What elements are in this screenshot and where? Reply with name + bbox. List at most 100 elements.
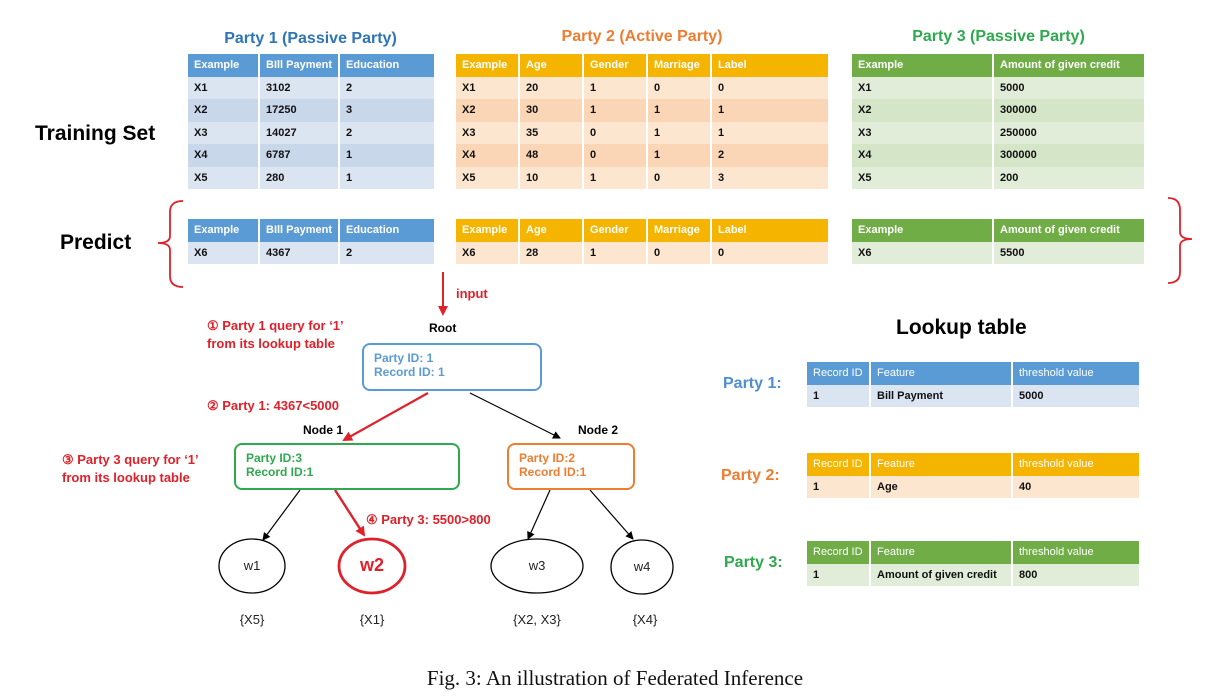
leaf-w1-node [218, 538, 286, 594]
cell: 800 [1013, 563, 1139, 586]
cell: 2 [712, 144, 828, 167]
header-cell: Example [456, 219, 518, 242]
header-cell: threshold value [1013, 541, 1139, 564]
cell: 0 [712, 241, 828, 264]
lookup-party2-label: Party 2: [721, 467, 780, 484]
cell: 200 [994, 166, 1144, 189]
cell: Age [871, 475, 1011, 498]
left-brace [157, 200, 184, 288]
cell: 3 [712, 166, 828, 189]
cell: 1 [584, 166, 646, 189]
figure-caption: Fig. 3: An illustration of Federated Inf… [426, 666, 804, 690]
cell: X2 [188, 99, 258, 122]
cell: 300000 [994, 144, 1144, 167]
header-cell: Marriage [648, 54, 710, 77]
cell: 1 [584, 76, 646, 99]
cell: X6 [852, 241, 992, 264]
cell: Amount of given credit [871, 563, 1011, 586]
cell: 1 [807, 475, 869, 498]
node1-label: Node 1 [303, 423, 344, 437]
cell: 0 [712, 76, 828, 99]
cell: 48 [520, 144, 582, 167]
node1-record-id: Record ID:1 [246, 465, 314, 479]
header-cell: Record ID [807, 362, 869, 385]
header-cell: Age [520, 219, 582, 242]
cell: 280 [260, 166, 339, 189]
leaf-w3-set: {X2, X3} [513, 612, 561, 627]
cell: X1 [852, 76, 992, 99]
cell: X3 [188, 121, 258, 144]
right-brace [1167, 197, 1193, 284]
step1-annotation: ① Party 1 query for ‘1’ from its lookup … [207, 317, 344, 353]
step4-annotation: ④ Party 3: 5500>800 [366, 512, 491, 527]
header-cell: Example [852, 219, 992, 242]
header-cell: Record ID [807, 453, 869, 476]
cell: 2 [340, 121, 434, 144]
step1-line1: ① Party 1 query for ‘1’ [207, 318, 344, 333]
node2-to-w4-arrow [589, 489, 634, 540]
leaf-w3-node [490, 538, 584, 594]
header-cell: threshold value [1013, 453, 1139, 476]
header-cell: Example [456, 54, 518, 77]
header-cell: threshold value [1013, 362, 1139, 385]
node2-record-id: Record ID:1 [519, 465, 587, 479]
cell: 2 [340, 76, 434, 99]
cell: 1 [648, 121, 710, 144]
header-cell: Age [520, 54, 582, 77]
leaf-w2-node [337, 537, 407, 595]
cell: 1 [340, 144, 434, 167]
training-set-label: Training Set [35, 122, 156, 145]
cell: 6787 [260, 144, 339, 167]
header-cell: Marriage [648, 219, 710, 242]
cell: 5000 [1013, 384, 1139, 407]
leaf-w1-label: w1 [243, 558, 261, 573]
cell: 20 [520, 76, 582, 99]
party2-title: Party 2 (Active Party) [561, 28, 723, 45]
cell: X2 [456, 99, 518, 122]
node1-box: Party ID:3 Record ID:1 [234, 443, 460, 490]
cell: 5000 [994, 76, 1144, 99]
cell: X4 [852, 144, 992, 167]
cell: 35 [520, 121, 582, 144]
header-cell: Education [340, 219, 434, 242]
party1-title: Party 1 (Passive Party) [224, 30, 397, 47]
cell: X3 [852, 121, 992, 144]
cell: X5 [852, 166, 992, 189]
leaf-w2-set: {X1} [359, 612, 385, 627]
header-cell: Example [188, 219, 258, 242]
leaf-w4-set: {X4} [632, 612, 658, 627]
cell: X1 [456, 76, 518, 99]
node2-label: Node 2 [578, 423, 619, 437]
table-header-row: Example Age Gender Marriage Label [456, 54, 828, 77]
cell: 2 [340, 241, 434, 264]
cell: 3102 [260, 76, 339, 99]
predict-label: Predict [60, 231, 132, 254]
cell: X1 [188, 76, 258, 99]
input-label: input [456, 286, 488, 301]
header-cell: Example [188, 54, 258, 77]
cell: 4367 [260, 241, 339, 264]
root-label: Root [429, 321, 457, 335]
root-to-node1-arrow [342, 392, 429, 441]
step2-annotation: ② Party 1: 4367<5000 [207, 398, 339, 413]
table-header-row: Example BIll Payment Education [188, 54, 434, 77]
cell: 1 [584, 99, 646, 122]
cell: 1 [712, 99, 828, 122]
leaf-w3-label: w3 [528, 558, 546, 573]
cell: 10 [520, 166, 582, 189]
